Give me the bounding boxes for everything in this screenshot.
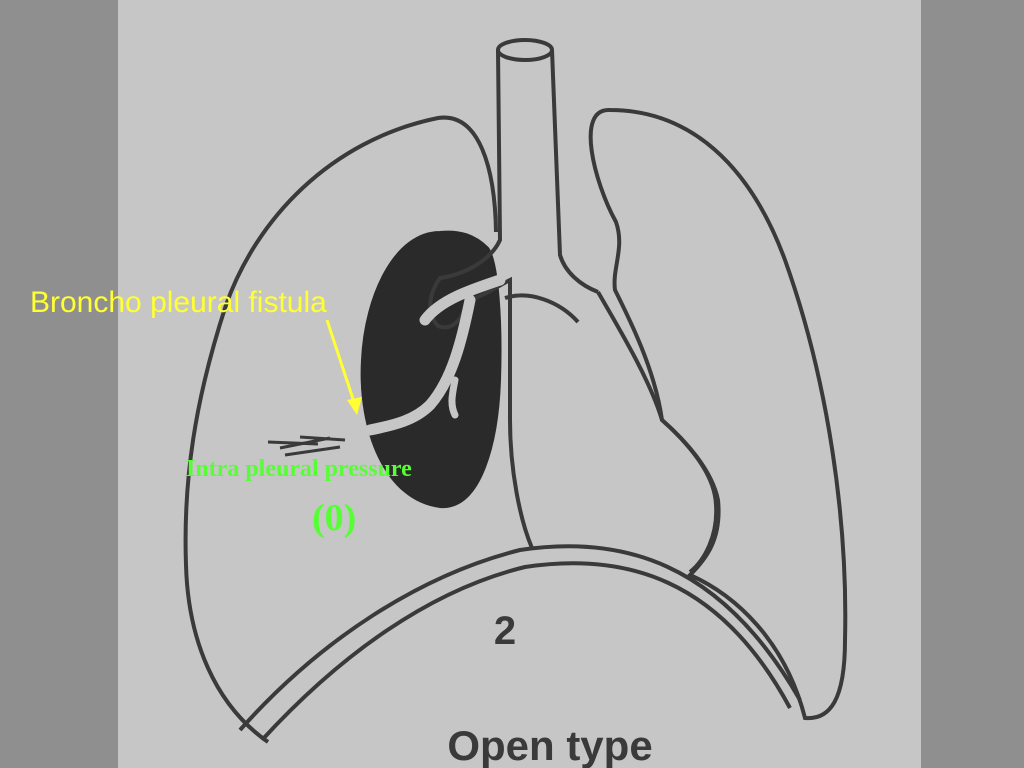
fistula-arrowhead xyxy=(347,397,362,415)
fistula-arrow-shaft xyxy=(325,319,357,406)
bronchial-tip xyxy=(448,376,459,419)
figure-caption: Open type xyxy=(447,722,652,768)
fistula-label: Broncho pleural fistula xyxy=(30,286,327,319)
diaphragm-upper xyxy=(238,544,802,732)
right-lung-outline xyxy=(588,107,848,721)
heart-contour xyxy=(596,290,719,574)
photo-paper xyxy=(118,0,921,768)
left-chest-wall-outline xyxy=(183,115,498,744)
pressure-label: Intra pleural pressure xyxy=(186,456,412,482)
diaphragm-lower xyxy=(260,561,792,742)
bronchial-tree xyxy=(364,274,506,436)
trachea-top xyxy=(496,38,554,62)
air-leak-arrows xyxy=(267,435,346,457)
trachea-right-wall xyxy=(550,49,599,294)
figure-number: 2 xyxy=(494,609,516,653)
pressure-value: (0) xyxy=(312,497,357,539)
right-bronchus xyxy=(504,293,580,324)
